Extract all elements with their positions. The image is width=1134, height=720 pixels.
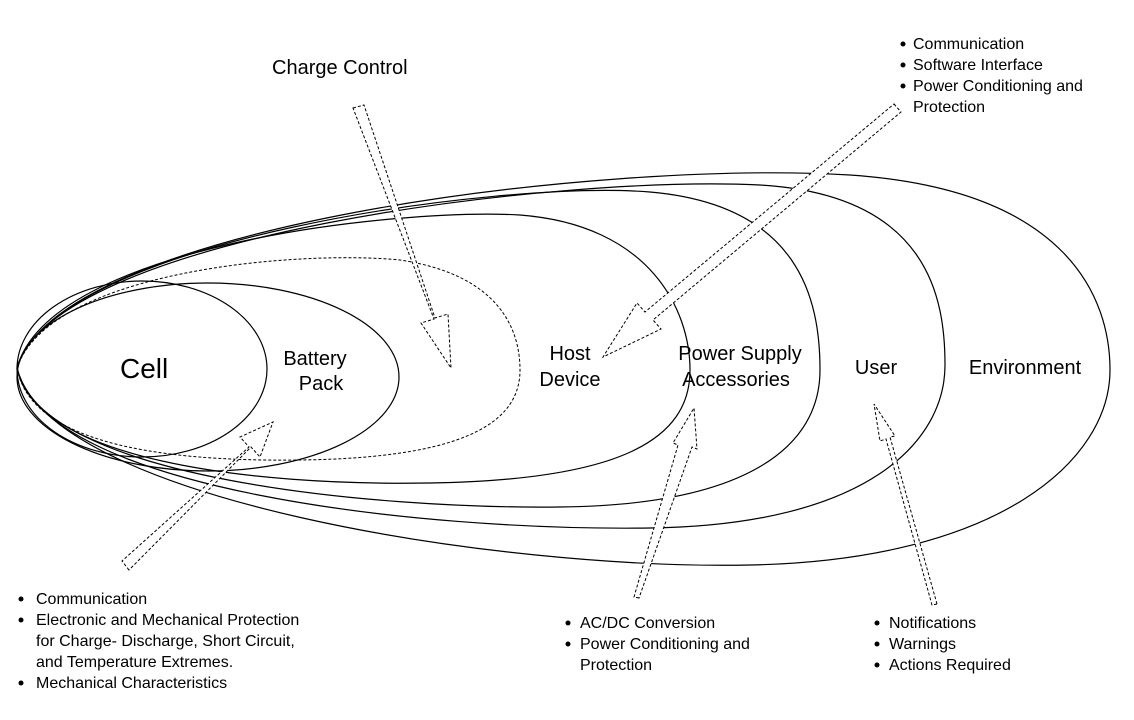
host-note-2: Software Interface (913, 57, 1043, 74)
user-note-2: Warnings (889, 636, 956, 653)
battery-pack-label-line2: Pack (299, 373, 344, 395)
power-note-1: AC/DC Conversion (580, 615, 715, 632)
cell-ellipse (16, 280, 268, 458)
bullet (18, 617, 24, 623)
charge-control-arrow (352, 104, 452, 370)
bullet (565, 620, 571, 626)
host-note-3-cont: Protection (913, 99, 985, 116)
user-note-1: Notifications (889, 615, 976, 632)
host-note-1: Communication (913, 36, 1024, 53)
pack-notes-list: Communication Electronic and Mechanical … (18, 591, 299, 692)
power-supply-ellipse (16, 189, 821, 508)
bullet (565, 641, 571, 647)
user-notes-arrow (873, 403, 938, 606)
bullet (900, 83, 906, 89)
host-note-3: Power Conditioning and (913, 78, 1083, 95)
pack-note-2: Electronic and Mechanical Protection (36, 612, 299, 629)
pack-note-2-cont2: and Temperature Extremes. (36, 654, 233, 671)
bullet (900, 41, 906, 47)
charge-control-ellipse (16, 257, 521, 461)
bullet (874, 620, 880, 626)
pack-note-1: Communication (36, 591, 147, 608)
bullet (900, 62, 906, 68)
charge-control-label: Charge Control (272, 57, 408, 79)
pack-note-2-cont: for Charge- Discharge, Short Circuit, (36, 633, 295, 650)
bullet (874, 662, 880, 668)
battery-pack-label: Battery (283, 348, 346, 370)
user-note-3: Actions Required (889, 657, 1011, 674)
bullet (18, 680, 24, 686)
power-supply-label: Power Supply (678, 343, 801, 365)
pack-notes-arrow (121, 421, 274, 571)
power-note-2: Power Conditioning and (580, 636, 750, 653)
cell-label: Cell (120, 353, 168, 384)
power-supply-label-line2: Accessories (682, 369, 790, 391)
environment-label: Environment (969, 357, 1082, 379)
user-notes-list: Notifications Warnings Actions Required (874, 615, 1011, 674)
user-label: User (855, 357, 898, 379)
environment-ellipse (16, 172, 1111, 566)
power-notes-list: AC/DC Conversion Power Conditioning and … (565, 615, 750, 674)
host-device-label: Host (549, 343, 591, 365)
user-ellipse (16, 183, 946, 529)
host-notes-list: Communication Software Interface Power C… (900, 36, 1083, 116)
host-interface-arrow (601, 103, 902, 359)
bullet (874, 641, 880, 647)
bullet (18, 596, 24, 602)
power-note-2-cont: Protection (580, 657, 652, 674)
pack-note-3: Mechanical Characteristics (36, 675, 227, 692)
power-supply-arrow (633, 406, 698, 599)
host-device-label-line2: Device (539, 369, 600, 391)
